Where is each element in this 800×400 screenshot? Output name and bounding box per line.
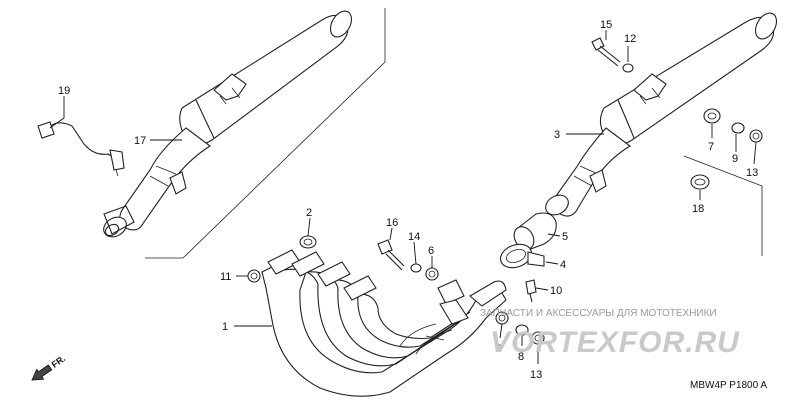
- diagram-code: MBW4P P1800 A: [690, 380, 767, 391]
- callout-13-lower: 13: [530, 369, 542, 381]
- right-muffler-group: [545, 12, 778, 217]
- front-direction-arrow: FR.: [31, 353, 68, 381]
- washer-12: [622, 63, 634, 73]
- callout-5: 5: [562, 231, 568, 243]
- callout-4: 4: [560, 259, 566, 271]
- left-muffler-group: [103, 8, 386, 259]
- watermark-tagline: ЗАПЧАСТИ И АКСЕССУАРЫ ДЛЯ МОТОТЕХНИКИ: [480, 308, 717, 319]
- callout-16: 16: [386, 217, 398, 229]
- bolt-16: [377, 239, 405, 271]
- clamp-4: [499, 243, 545, 269]
- nut-13-upper: [749, 129, 763, 143]
- callout-12: 12: [624, 33, 636, 45]
- leader-lines: [49, 30, 757, 364]
- exhaust-header: [261, 249, 507, 397]
- callout-11: 11: [220, 271, 231, 283]
- callout-15: 15: [600, 19, 612, 31]
- callout-8: 8: [518, 351, 524, 363]
- watermark-brand: VORTEXFOR.RU: [490, 326, 740, 359]
- nut-11: [247, 269, 261, 283]
- muffler-bolt-15: [591, 37, 621, 67]
- o2-sensor: [37, 121, 125, 177]
- callout-6-upper: 6: [428, 245, 434, 257]
- nut-6-upper: [425, 267, 439, 281]
- callout-7: 7: [708, 141, 714, 153]
- arrow-icon: [31, 364, 53, 381]
- washer-14: [410, 263, 422, 273]
- callout-17: 17: [134, 135, 146, 147]
- sensor-10: [525, 279, 537, 303]
- gasket-2: [299, 235, 317, 249]
- callout-3: 3: [554, 129, 560, 141]
- nut-6-lower: [495, 311, 509, 325]
- grommet-18: [690, 174, 710, 190]
- callout-10: 10: [550, 285, 562, 297]
- callout-2: 2: [306, 207, 312, 219]
- callout-14: 14: [408, 231, 420, 243]
- callout-1: 1: [222, 321, 228, 333]
- grommet-7: [703, 108, 721, 124]
- callout-18: 18: [692, 203, 704, 215]
- direction-label: FR.: [50, 353, 68, 370]
- callout-19: 19: [58, 85, 70, 97]
- collar-9: [731, 122, 745, 134]
- gasket-5: [513, 212, 557, 251]
- callout-9: 9: [732, 153, 738, 165]
- callout-6-lower: 6: [496, 343, 502, 355]
- left-muffler: [179, 14, 349, 146]
- callout-13-upper: 13: [746, 167, 758, 179]
- collar-8: [515, 324, 529, 336]
